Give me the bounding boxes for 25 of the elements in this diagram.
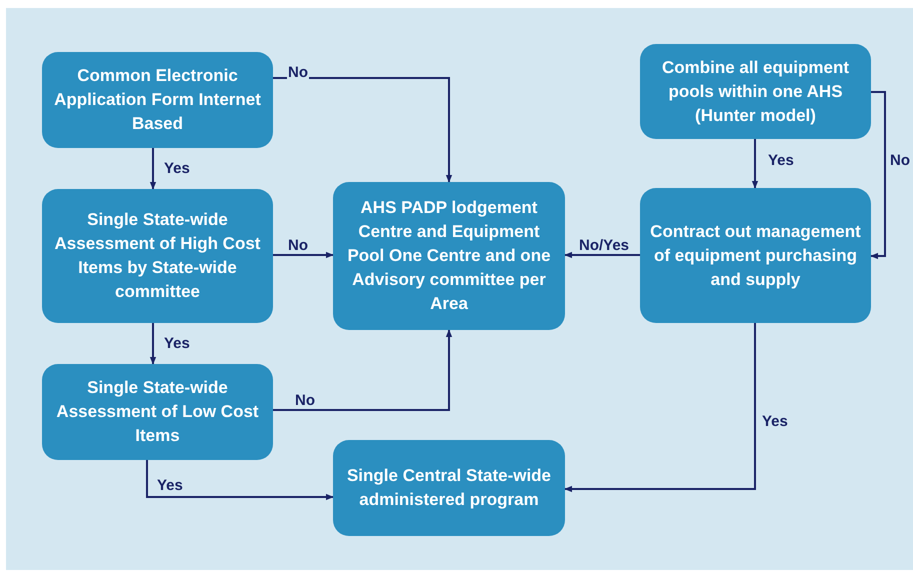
edge-label: No [287,64,309,81]
process-box [640,188,871,323]
box-text: Common Electronic Application Form Internet Based [53,65,262,135]
box-text: AHS PADP lodgement Centre and Equipment Pool One Centre and one Advisory committee per Area [346,197,552,315]
process-box [333,440,565,536]
process-box [42,52,273,148]
box-text: Combine all equipment pools within one AHS (Hunter model) [660,56,850,126]
box-text: Single State-wide Assessment of High Cost Items by State-wide committee [54,209,262,303]
box-text: Single State-wide Assessment of Low Cost Items [55,377,260,447]
arrow [564,323,756,492]
process-box [333,182,565,330]
arrow [150,323,156,365]
box-text: Contract out management of equipment purchasing and supply [650,220,861,290]
arrow [150,148,156,190]
arrow [273,77,452,183]
arrow [564,252,640,258]
arrow [752,139,758,189]
arrow [870,91,886,260]
arrow [146,460,334,500]
process-box [42,189,273,323]
process-box [640,44,871,139]
arrow [273,329,452,411]
arrow [273,252,334,258]
box-text: Single Central State-wide administered program [346,465,552,511]
process-box [42,364,273,460]
